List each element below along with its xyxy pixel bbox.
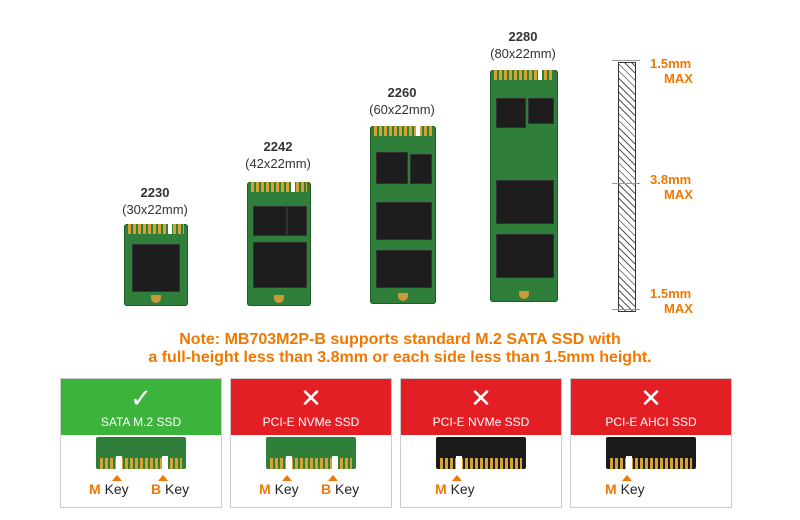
m-key-label: M Key xyxy=(435,481,475,497)
dram-chip xyxy=(528,98,554,124)
b-key-notch xyxy=(332,456,338,469)
nand-chip xyxy=(376,202,432,240)
card-header: ✕ PCI-E NVMe SSD xyxy=(231,379,391,435)
ssd-dims: (30x22mm) xyxy=(122,202,188,217)
b-key-label: B Key xyxy=(151,481,190,497)
ssd-dims: (80x22mm) xyxy=(490,46,556,61)
dram-chip xyxy=(287,206,307,236)
spec-max: MAX xyxy=(664,301,693,316)
spec-value: 1.5mm xyxy=(650,286,692,301)
cross-icon: ✕ xyxy=(640,383,662,413)
card-title: PCI-E AHCI SSD xyxy=(605,415,697,429)
ssd-2242-label: 2242 (42x22mm) xyxy=(228,138,328,172)
compatibility-note-line1: Note: MB703M2P-B supports standard M.2 S… xyxy=(179,331,621,348)
m-key-label: M Key xyxy=(605,481,645,497)
m-key-notch xyxy=(286,456,292,469)
ssd-dims: (60x22mm) xyxy=(369,102,435,117)
ssd-2230-board xyxy=(124,224,188,306)
side-profile-mid-marker xyxy=(612,183,640,184)
spec-max: MAX xyxy=(664,71,693,86)
nand-chip xyxy=(376,250,432,288)
controller-chip xyxy=(376,152,408,184)
card-pcie-ahci: ✕ PCI-E AHCI SSD M Key xyxy=(570,378,732,508)
ssd-2280-board xyxy=(490,70,558,302)
controller-chip xyxy=(253,206,287,236)
ssd-size: 2242 xyxy=(263,139,293,154)
m2-connector xyxy=(96,437,186,469)
spec-value: 3.8mm xyxy=(650,172,692,187)
gold-fingers xyxy=(127,224,185,234)
m-key-notch xyxy=(456,456,462,469)
b-key-marker xyxy=(158,475,168,481)
b-key-marker xyxy=(328,475,338,481)
m2-connector xyxy=(266,437,356,469)
gold-fingers xyxy=(494,70,554,80)
m-key-marker xyxy=(282,475,292,481)
card-header: ✓ SATA M.2 SSD xyxy=(61,379,221,435)
nand-chip xyxy=(496,234,554,278)
cross-icon: ✕ xyxy=(470,383,492,413)
m-key-label: M Key xyxy=(259,481,299,497)
ssd-size: 2280 xyxy=(508,29,538,44)
m-key-label: M Key xyxy=(89,481,129,497)
card-title: SATA M.2 SSD xyxy=(100,415,182,429)
gold-fingers xyxy=(250,182,308,192)
m2-connector xyxy=(436,437,526,469)
ssd-size: 2230 xyxy=(140,185,170,200)
card-sata-m2: ✓ SATA M.2 SSD M Key B Key xyxy=(60,378,222,508)
card-header: ✕ PCI-E NVMe SSD xyxy=(401,379,561,435)
ssd-dims: (42x22mm) xyxy=(245,156,311,171)
nand-chip xyxy=(253,242,307,288)
spec-value: 1.5mm xyxy=(650,56,692,71)
check-icon: ✓ xyxy=(130,383,152,413)
ssd-2242-board xyxy=(247,182,311,306)
card-pcie-nvme-green: ✕ PCI-E NVMe SSD M Key B Key xyxy=(230,378,392,508)
full-height-spec: 3.8mm MAX xyxy=(650,172,693,202)
dram-chip xyxy=(410,154,432,184)
controller-chip xyxy=(132,244,180,292)
b-key-notch xyxy=(162,456,168,469)
m-key-marker xyxy=(112,475,122,481)
compatibility-note-line2: a full-height less than 3.8mm or each si… xyxy=(148,349,652,366)
top-height-spec: 1.5mm MAX xyxy=(650,56,693,86)
card-title: PCI-E NVMe SSD xyxy=(432,415,530,429)
mount-hole xyxy=(398,293,408,301)
m-key-notch xyxy=(626,456,632,469)
ssd-size: 2260 xyxy=(387,85,417,100)
controller-chip xyxy=(496,98,526,128)
m2-connector xyxy=(606,437,696,469)
ssd-side-profile xyxy=(618,62,636,312)
card-header: ✕ PCI-E AHCI SSD xyxy=(571,379,731,435)
mount-hole xyxy=(274,295,284,303)
m-key-marker xyxy=(622,475,632,481)
card-title: PCI-E NVMe SSD xyxy=(262,415,360,429)
cross-icon: ✕ xyxy=(300,383,322,413)
gold-fingers xyxy=(373,126,433,136)
m-key-marker xyxy=(452,475,462,481)
ssd-2230-label: 2230 (30x22mm) xyxy=(105,184,205,218)
mount-hole xyxy=(519,291,529,299)
card-pcie-nvme-black: ✕ PCI-E NVMe SSD M Key xyxy=(400,378,562,508)
ssd-2280-label: 2280 (80x22mm) xyxy=(473,28,573,62)
b-key-label: B Key xyxy=(321,481,360,497)
nand-chip xyxy=(496,180,554,224)
ssd-2260-board xyxy=(370,126,436,304)
bottom-height-spec: 1.5mm MAX xyxy=(650,286,693,316)
m-key-notch xyxy=(116,456,122,469)
side-profile-bottom-marker xyxy=(612,309,640,310)
spec-max: MAX xyxy=(664,187,693,202)
mount-hole xyxy=(151,295,161,303)
side-profile-top-marker xyxy=(612,60,640,61)
ssd-2260-label: 2260 (60x22mm) xyxy=(352,84,452,118)
